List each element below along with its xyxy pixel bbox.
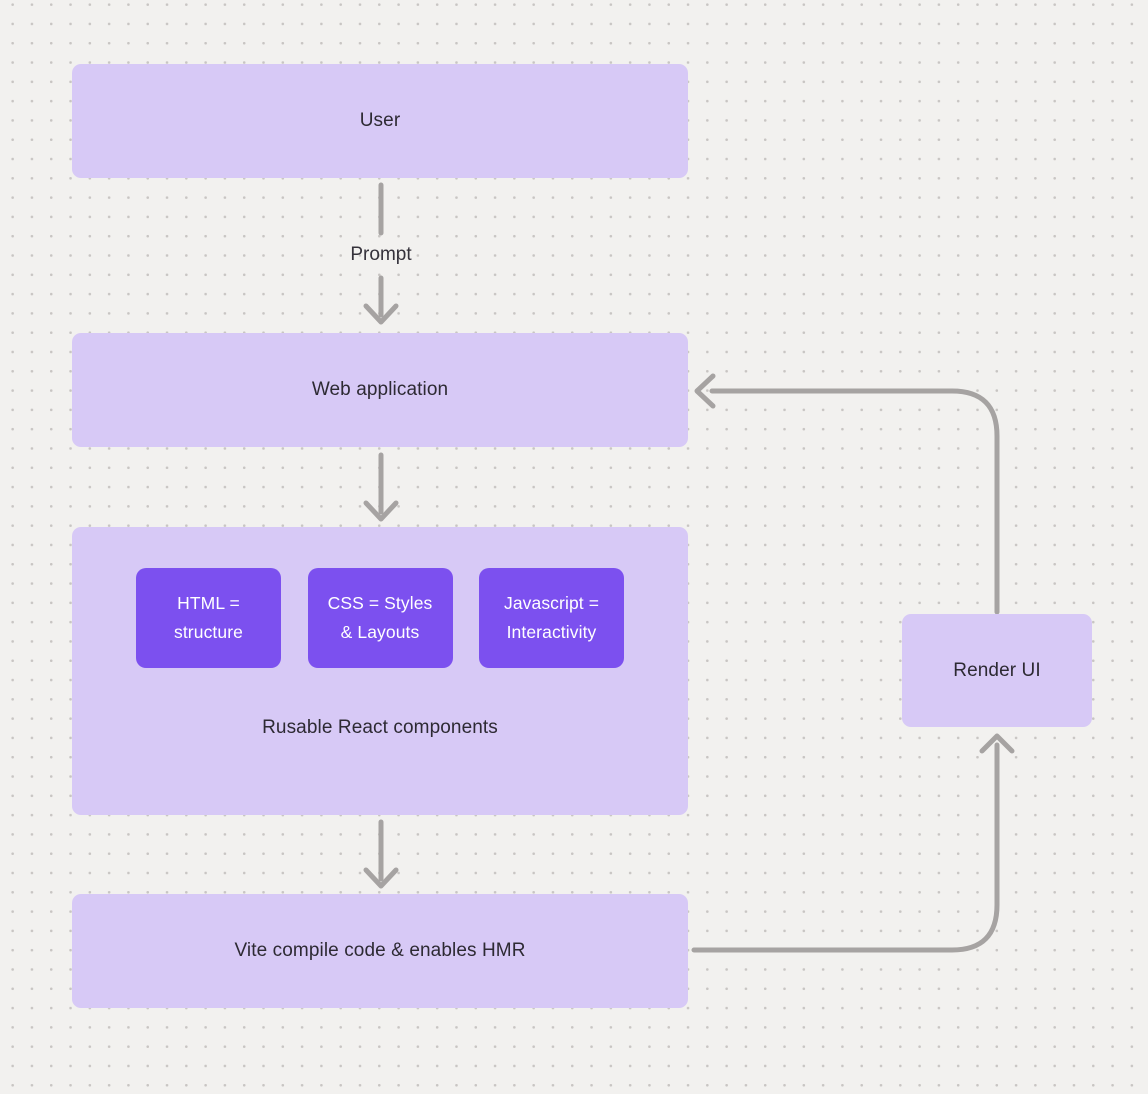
components-chips-row: HTML = structure CSS = Styles & Layouts … — [136, 568, 624, 668]
node-vite-label: Vite compile code & enables HMR — [234, 940, 526, 961]
chip-css-line2: & Layouts — [340, 622, 420, 642]
arrow-renderui-to-webapp — [694, 373, 1000, 615]
arrow-components-to-vite — [363, 819, 399, 889]
components-caption: Rusable React components — [262, 717, 498, 738]
chip-javascript-line2: Interactivity — [506, 622, 597, 642]
chip-html: HTML = structure — [136, 568, 281, 668]
node-render-ui: Render UI — [902, 614, 1092, 727]
node-web-application-label: Web application — [311, 379, 449, 400]
arrow-vite-to-renderui — [691, 733, 1015, 953]
chip-css-line1: CSS = Styles — [327, 593, 433, 613]
node-web-application: Web application — [72, 333, 688, 447]
node-components-group: HTML = structure CSS = Styles & Layouts … — [72, 527, 688, 815]
chip-css: CSS = Styles & Layouts — [307, 568, 453, 668]
chip-javascript-line1: Javascript = — [503, 593, 600, 613]
edge-label-prompt: Prompt — [350, 244, 412, 265]
arrow-webapp-to-components — [363, 452, 399, 522]
chip-html-line1: HTML = — [177, 593, 240, 613]
node-user: User — [72, 64, 688, 178]
node-render-ui-label: Render UI — [953, 659, 1041, 681]
chip-html-line2: structure — [174, 622, 243, 642]
node-vite: Vite compile code & enables HMR — [72, 894, 688, 1008]
chip-javascript: Javascript = Interactivity — [479, 568, 624, 668]
node-user-label: User — [359, 110, 401, 131]
